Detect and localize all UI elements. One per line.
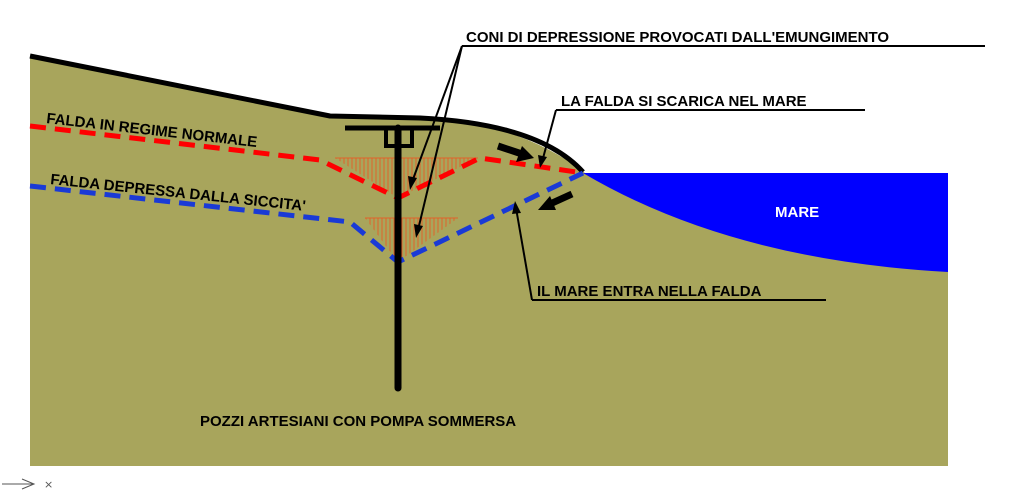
leader-entra xyxy=(515,207,826,301)
axis-x-marker: × xyxy=(44,478,53,491)
label-pozzi: POZZI ARTESIANI CON POMPA SOMMERSA xyxy=(200,413,516,430)
leader-coni xyxy=(411,45,985,231)
label-entra: IL MARE ENTRA NELLA FALDA xyxy=(537,283,762,300)
arrow-outflow-icon xyxy=(496,142,534,162)
water-table-drought xyxy=(29,170,585,265)
label-mare: MARE xyxy=(775,204,819,221)
leader-entra-arrow xyxy=(512,201,521,214)
leader-coni-arrow-1 xyxy=(408,176,417,190)
ground-area xyxy=(30,56,948,466)
axis-arrow-icon xyxy=(2,478,36,490)
sea-area xyxy=(583,173,948,272)
label-coni: CONI DI DEPRESSIONE PROVOCATI DALL'EMUNG… xyxy=(466,29,889,46)
leader-coni-arrow-2 xyxy=(414,224,423,238)
leader-scarica-arrow xyxy=(538,155,547,168)
leader-scarica xyxy=(541,109,865,163)
label-scarica: LA FALDA SI SCARICA NEL MARE xyxy=(561,93,807,110)
arrow-inflow-icon xyxy=(538,190,574,210)
terrain-surface-line xyxy=(29,53,585,174)
well-pump-housing xyxy=(384,128,414,148)
